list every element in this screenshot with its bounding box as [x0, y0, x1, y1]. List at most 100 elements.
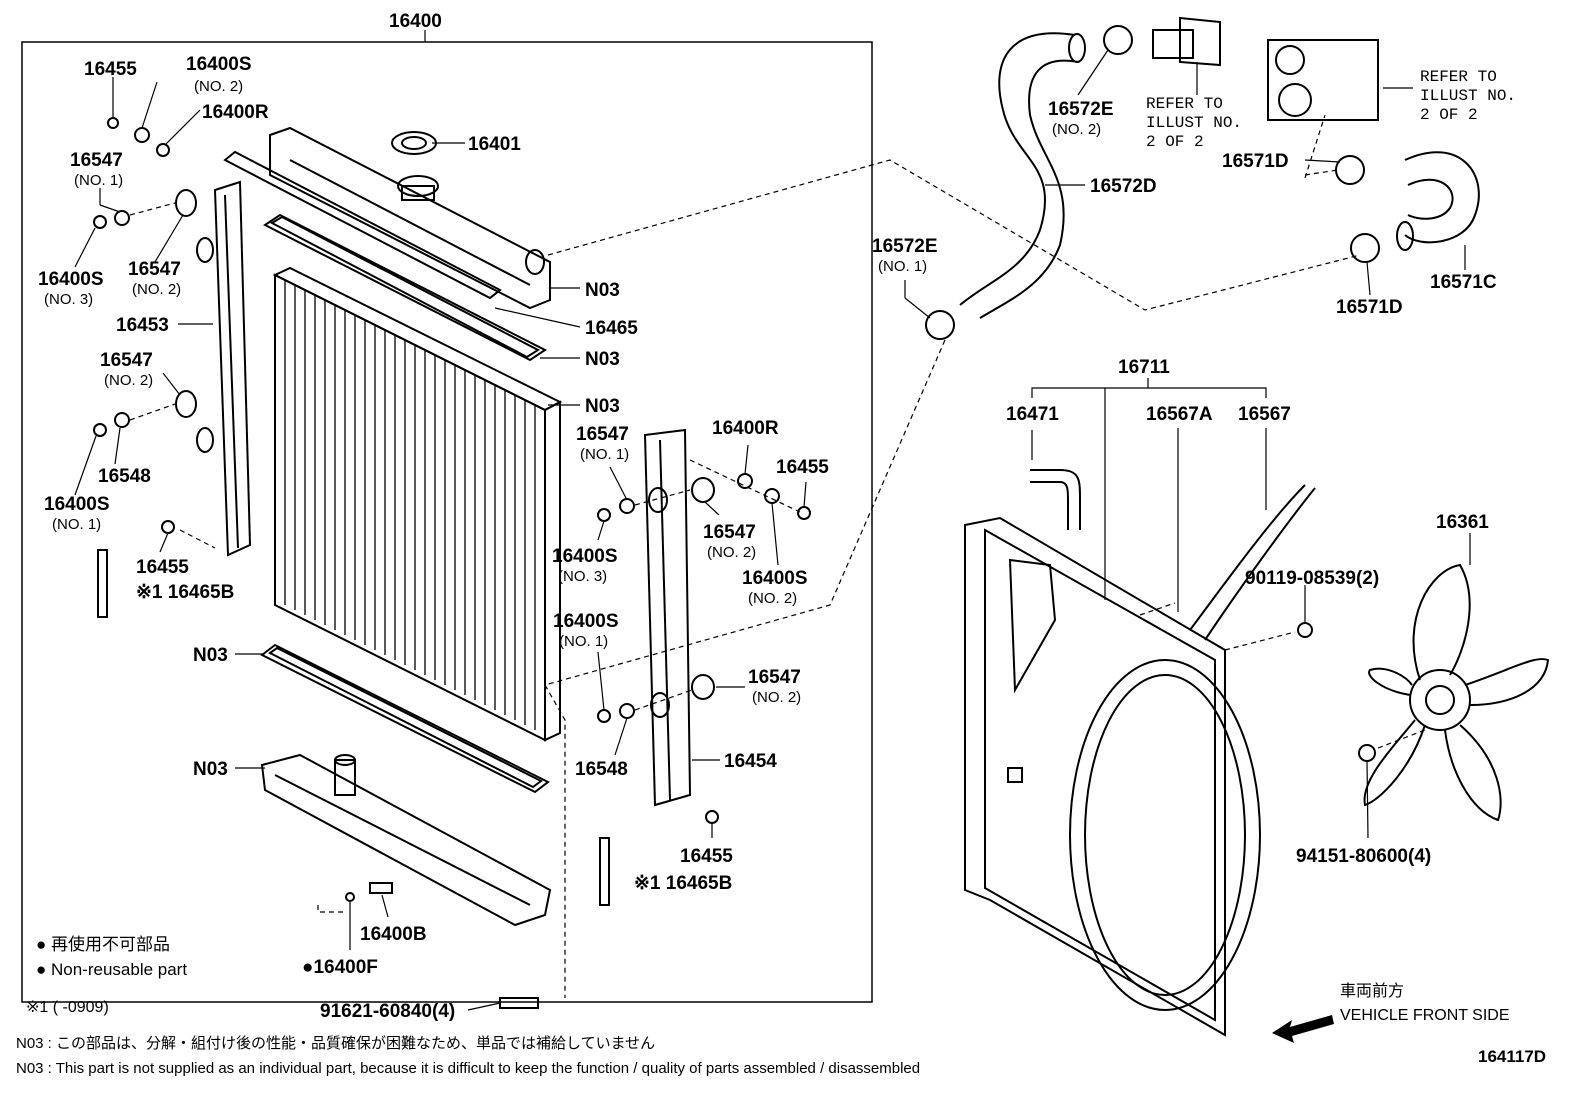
- refer-note-1: REFER TO ILLUST NO. 2 OF 2: [1146, 95, 1242, 151]
- label-no2: (NO. 2): [748, 590, 797, 607]
- clamps-lower: [1335, 155, 1380, 263]
- label-16400s: 16400S: [44, 494, 110, 515]
- dashed-lines: [129, 114, 1426, 998]
- label-16400s: 16400S: [552, 546, 618, 567]
- label-16465: 16465: [585, 318, 638, 339]
- refer-line: 2 OF 2: [1420, 106, 1478, 124]
- lower-hose: [1396, 151, 1480, 251]
- legend-en: ● Non-reusable part: [36, 960, 187, 979]
- cooling-fan: [1297, 563, 1550, 822]
- note-jp: N03 : この部品は、分解・組付け後の性能・品質確保が困難なため、単品では補給…: [16, 1034, 655, 1052]
- label-16572d: 16572D: [1090, 176, 1157, 197]
- left-bracket: [196, 180, 252, 557]
- gasket-lower: [260, 643, 550, 794]
- label-16400s: 16400S: [553, 611, 619, 632]
- direction-jp: 車両前方: [1340, 982, 1404, 1000]
- refer-note-2: REFER TO ILLUST NO. 2 OF 2: [1420, 68, 1516, 124]
- label-16465b: ※1 16465B: [634, 873, 732, 894]
- right-bracket: [643, 428, 692, 807]
- label-n03: N03: [193, 645, 228, 666]
- part-labels: 16400 16455 16400S (NO. 2) 16400R 16401 …: [38, 11, 1497, 1022]
- label-16547: 16547: [128, 259, 181, 280]
- label-no1: (NO. 1): [52, 516, 101, 533]
- front-direction-arrow: [1272, 1015, 1334, 1043]
- gasket-strip: [223, 150, 502, 300]
- radiator-cap: [391, 131, 437, 155]
- gasket-upper: [263, 213, 547, 362]
- water-outlet: [1152, 16, 1379, 121]
- label-16361: 16361: [1436, 512, 1489, 533]
- label-16400s: 16400S: [38, 269, 104, 290]
- label-n03: N03: [193, 759, 228, 780]
- direction-en: VEHICLE FRONT SIDE: [1340, 1007, 1510, 1024]
- small-hardware: [93, 117, 811, 1009]
- label-16465b: ※1 16465B: [136, 582, 234, 603]
- label-16454: 16454: [724, 751, 777, 772]
- label-n03: N03: [585, 280, 620, 301]
- label-16547: 16547: [576, 424, 629, 445]
- legend: ● 再使用不可部品 ● Non-reusable part: [36, 934, 187, 979]
- footnote: ※1 ( -0909): [26, 999, 109, 1016]
- legend-jp: ● 再使用不可部品: [36, 934, 170, 954]
- label-no2: (NO. 2): [752, 689, 801, 706]
- upper-tank: [269, 126, 551, 310]
- assembly-frame: [21, 30, 873, 1003]
- refer-line: ILLUST NO.: [1420, 87, 1516, 105]
- label-16455: 16455: [136, 557, 189, 578]
- overflow-hose: [1030, 469, 1316, 641]
- label-no3: (NO. 3): [558, 568, 607, 585]
- label-16567: 16567: [1238, 404, 1291, 425]
- label-16571d: 16571D: [1336, 297, 1403, 318]
- label-no2: (NO. 2): [194, 78, 243, 95]
- refer-line: REFER TO: [1146, 95, 1223, 113]
- label-16400f: ●16400F: [302, 957, 378, 978]
- label-n03: N03: [585, 396, 620, 417]
- label-no1: (NO. 1): [74, 172, 123, 189]
- label-16572e: 16572E: [1048, 99, 1114, 120]
- leader-lines: [74, 49, 1471, 1011]
- label-16400s: 16400S: [186, 54, 252, 75]
- label-no1: (NO. 1): [878, 258, 927, 275]
- radiator-core: [272, 266, 563, 742]
- label-bolt2: 90119-08539(2): [1245, 568, 1379, 589]
- label-16547: 16547: [748, 667, 801, 688]
- label-16400r: 16400R: [202, 102, 269, 123]
- label-16400b: 16400B: [360, 924, 427, 945]
- label-16471: 16471: [1006, 404, 1059, 425]
- label-no1: (NO. 1): [580, 446, 629, 463]
- label-16400r: 16400R: [712, 418, 779, 439]
- label-n03: N03: [585, 349, 620, 370]
- label-16455: 16455: [680, 846, 733, 867]
- label-16547: 16547: [703, 522, 756, 543]
- label-bolt: 91621-60840(4): [320, 1001, 455, 1022]
- illustration-code: 164117D: [1478, 1047, 1546, 1066]
- refer-line: ILLUST NO.: [1146, 114, 1242, 132]
- label-16547: 16547: [100, 350, 153, 371]
- label-16400: 16400: [389, 11, 442, 32]
- label-16711: 16711: [1118, 357, 1170, 378]
- label-16455: 16455: [84, 59, 137, 80]
- label-16572e: 16572E: [872, 236, 938, 257]
- label-16548: 16548: [575, 759, 628, 780]
- label-16401: 16401: [468, 134, 521, 155]
- lower-tank: [260, 753, 552, 927]
- label-no2: (NO. 2): [1052, 121, 1101, 138]
- refer-line: 2 OF 2: [1146, 133, 1204, 151]
- label-16567a: 16567A: [1146, 404, 1213, 425]
- label-no2: (NO. 2): [104, 372, 153, 389]
- label-no2: (NO. 2): [132, 281, 181, 298]
- label-16548: 16548: [98, 466, 151, 487]
- label-no3: (NO. 3): [44, 291, 93, 308]
- fan-shroud: [964, 516, 1261, 1037]
- note-en: N03 : This part is not supplied as an in…: [16, 1060, 920, 1077]
- upper-hose: [959, 32, 1086, 319]
- clamp-upper: [925, 25, 1133, 340]
- label-16400s: 16400S: [742, 568, 808, 589]
- label-16453: 16453: [116, 315, 169, 336]
- label-no1: (NO. 1): [559, 633, 608, 650]
- label-16455: 16455: [776, 457, 829, 478]
- label-16571d: 16571D: [1222, 151, 1289, 172]
- refer-line: REFER TO: [1420, 68, 1497, 86]
- label-nut: 94151-80600(4): [1296, 846, 1431, 867]
